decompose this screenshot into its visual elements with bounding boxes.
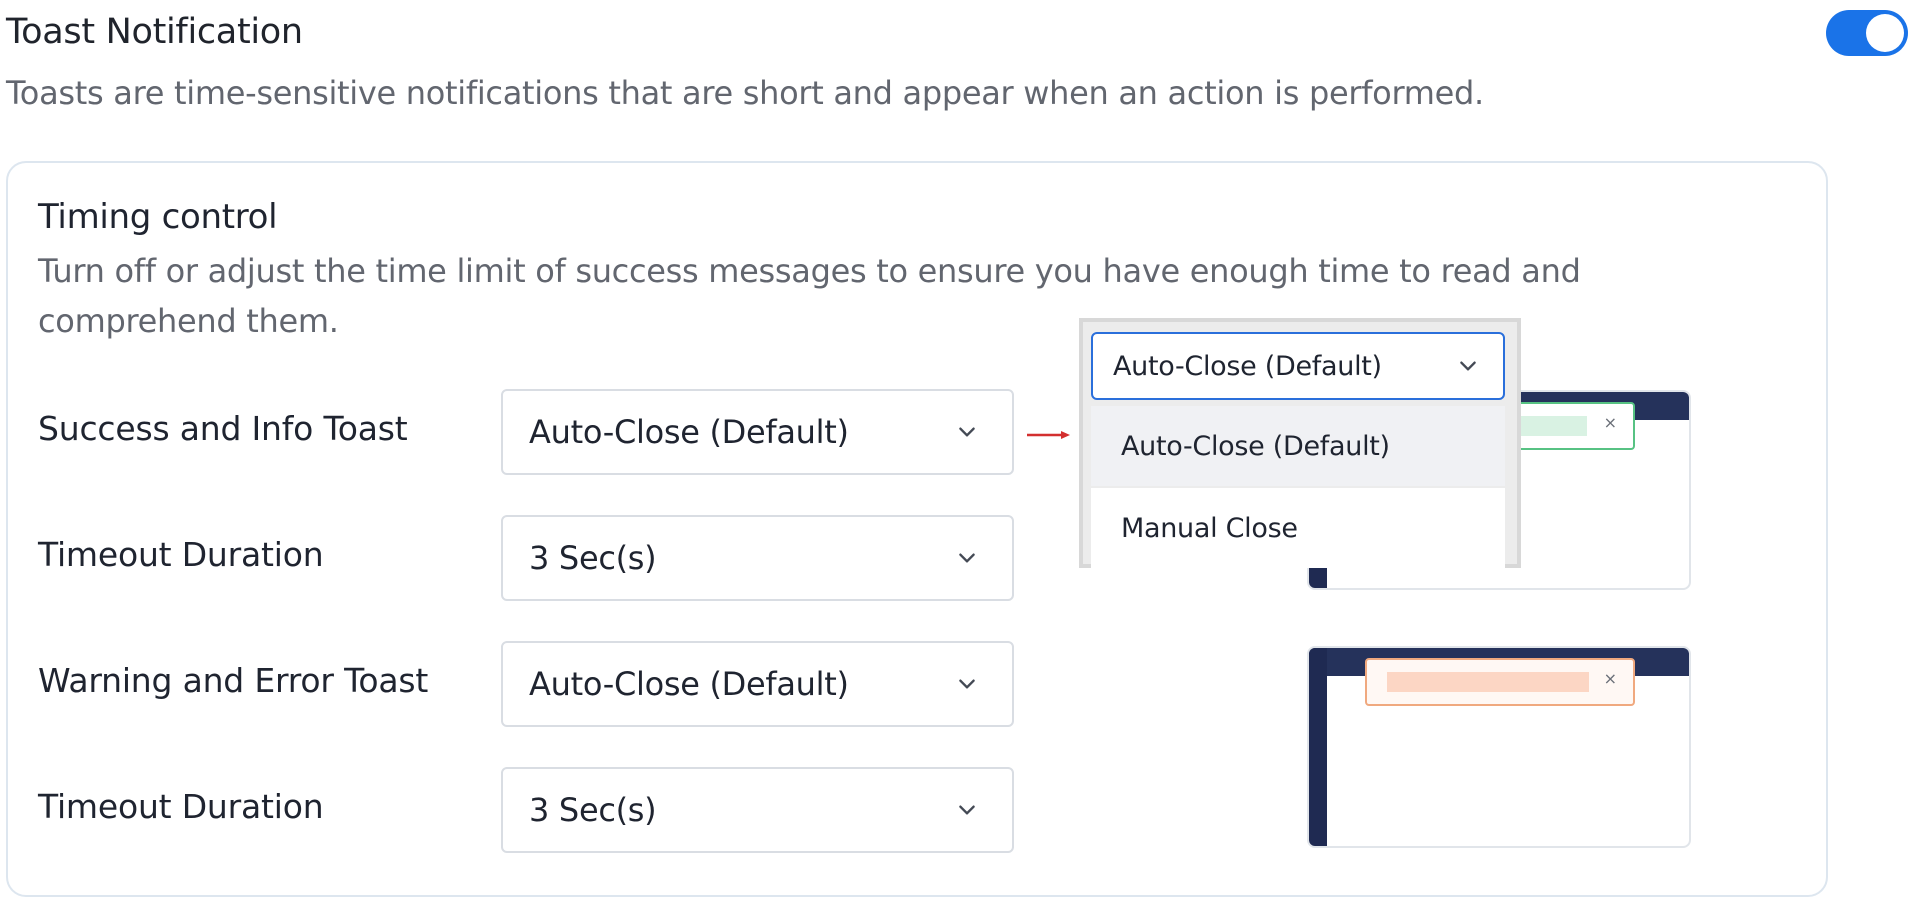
chevron-down-icon — [959, 427, 975, 437]
error-toast-preview: × — [1307, 646, 1691, 848]
success-timeout-duration-select[interactable]: 3 Sec(s) — [501, 515, 1014, 601]
close-icon: × — [1603, 413, 1617, 432]
select-value: Auto-Close (Default) — [1113, 350, 1382, 382]
dropdown-option-auto-close[interactable]: Auto-Close (Default) — [1091, 406, 1505, 486]
select-value: 3 Sec(s) — [529, 791, 657, 829]
timing-control-description: Turn off or adjust the time limit of suc… — [38, 252, 1581, 340]
success-info-toast-label: Success and Info Toast — [38, 409, 408, 448]
page-description: Toasts are time-sensitive notifications … — [6, 74, 1484, 112]
toggle-knob — [1866, 14, 1904, 52]
chevron-down-icon — [959, 553, 975, 563]
select-value: 3 Sec(s) — [529, 539, 657, 577]
error-timeout-duration-select[interactable]: 3 Sec(s) — [501, 767, 1014, 853]
chevron-down-icon — [959, 805, 975, 815]
preview-toast-message-bar — [1387, 672, 1589, 692]
preview-sidebar — [1309, 648, 1327, 846]
page-title: Toast Notification — [6, 12, 303, 52]
timing-control-title: Timing control — [38, 197, 278, 237]
toast-notification-toggle[interactable] — [1826, 10, 1908, 56]
warning-error-toast-select[interactable]: Auto-Close (Default) — [501, 641, 1014, 727]
dropdown-popup: Auto-Close (Default) Auto-Close (Default… — [1079, 318, 1521, 568]
dropdown-option-manual-close[interactable]: Manual Close — [1091, 488, 1505, 568]
arrow-right-icon — [1027, 431, 1070, 439]
success-info-toast-select[interactable]: Auto-Close (Default) — [501, 389, 1014, 475]
preview-error-toast: × — [1365, 658, 1635, 706]
select-value: Auto-Close (Default) — [529, 665, 849, 703]
chevron-down-icon — [1460, 361, 1476, 371]
select-value: Auto-Close (Default) — [529, 413, 849, 451]
close-icon: × — [1603, 669, 1617, 688]
chevron-down-icon — [959, 679, 975, 689]
popup-select[interactable]: Auto-Close (Default) — [1091, 332, 1505, 400]
warning-error-toast-label: Warning and Error Toast — [38, 661, 429, 700]
success-timeout-duration-label: Timeout Duration — [38, 535, 324, 574]
error-timeout-duration-label: Timeout Duration — [38, 787, 324, 826]
